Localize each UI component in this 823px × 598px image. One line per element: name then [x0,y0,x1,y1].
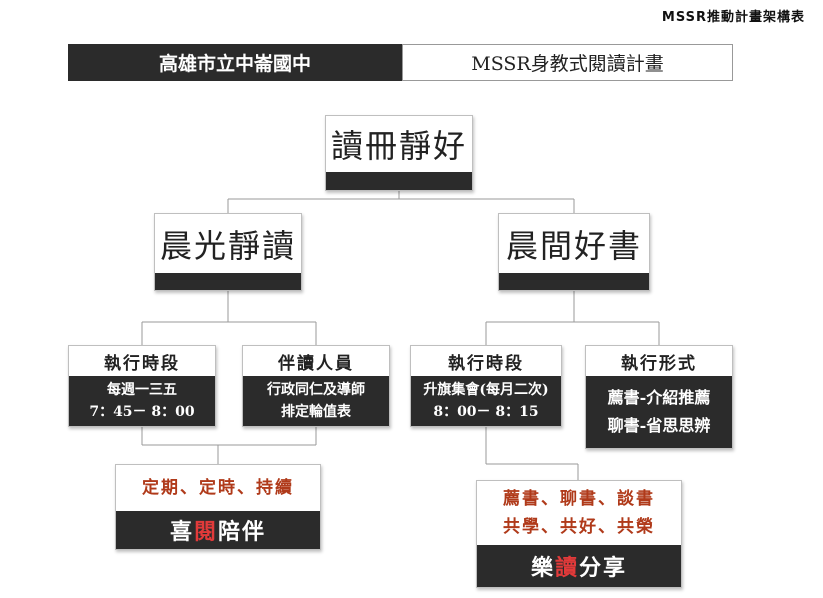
sub-node-format: 執行形式 薦書-介紹推薦 聊書-省思思辨 [585,345,733,449]
sub-node-heading: 伴讀人員 [278,353,354,374]
root-bar [326,172,472,190]
branch-bar [499,273,649,290]
root-node: 讀冊靜好 [325,115,473,191]
outcome-text: 定期、定時、持續 [116,465,320,511]
branch-bar [155,273,301,290]
outcome-title-highlight: 閱 [193,519,218,545]
sub-node-details: 行政同仁及導師 排定輪值表 [243,376,389,426]
document-title: MSSR推動計畫架構表 [661,10,805,25]
outcome-title-highlight: 讀 [554,555,579,581]
branch-label: 晨光靜讀 [159,226,296,265]
outcome-line: 薦書、聊書、談書 [503,489,655,509]
outcome-line: 定期、定時、持續 [142,478,294,498]
outcome-box-left: 定期、定時、持續 喜閱陪伴 [115,464,321,550]
sub-node-details: 薦書-介紹推薦 聊書-省思思辨 [586,376,732,448]
sub-node-details: 每週一三五 7：45－ 8：00 [69,376,215,426]
outcome-title-prefix: 樂 [530,555,555,581]
program-name-banner: MSSR身教式閱讀計畫 [402,44,733,81]
detail-line: 行政同仁及導師 [267,382,365,398]
branch-node-morning-good-books: 晨間好書 [498,213,650,291]
detail-line: 每週一三五 [107,382,177,398]
detail-line: 升旗集會(每月二次) [423,382,549,398]
detail-line: 薦書-介紹推薦 [607,388,711,407]
outcome-text: 薦書、聊書、談書 共學、共好、共榮 [477,481,681,545]
sub-node-heading: 執行時段 [104,353,180,374]
branch-node-morning-silent-reading: 晨光靜讀 [154,213,302,291]
detail-line: 排定輪值表 [281,404,351,420]
sub-node-heading: 執行形式 [621,353,697,374]
root-label: 讀冊靜好 [330,127,467,165]
detail-line: 聊書-省思思辨 [607,416,711,435]
sub-node-heading: 執行時段 [448,353,524,374]
outcome-title-suffix: 分享 [579,555,628,581]
sub-node-schedule-left: 執行時段 每週一三五 7：45－ 8：00 [68,345,216,427]
outcome-box-right: 薦書、聊書、談書 共學、共好、共榮 樂讀分享 [476,480,682,588]
branch-label: 晨間好書 [505,226,642,265]
outcome-title-prefix: 喜 [169,519,194,545]
detail-line: 7：45－ 8：00 [89,404,195,420]
school-name-banner: 高雄市立中崙國中 [68,44,402,81]
sub-node-details: 升旗集會(每月二次) 8：00－ 8：15 [411,376,561,426]
sub-node-schedule-right: 執行時段 升旗集會(每月二次) 8：00－ 8：15 [410,345,562,427]
outcome-title: 樂讀分享 [477,545,681,587]
sub-node-companions: 伴讀人員 行政同仁及導師 排定輪值表 [242,345,390,427]
outcome-title-suffix: 陪伴 [218,519,267,545]
outcome-title: 喜閱陪伴 [116,511,320,549]
detail-line: 8：00－ 8：15 [433,404,539,420]
outcome-line: 共學、共好、共榮 [503,517,655,537]
